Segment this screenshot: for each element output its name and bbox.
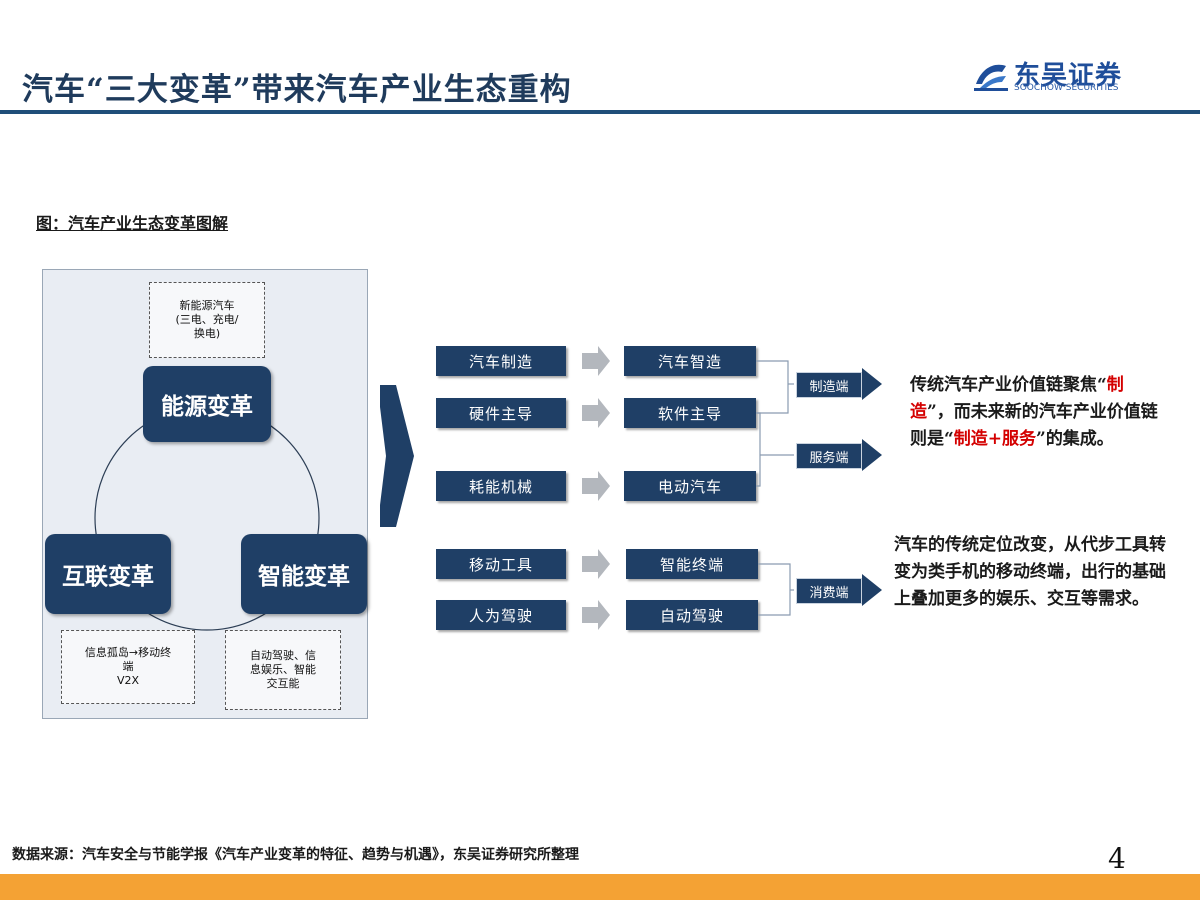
desc-text: “	[944, 429, 954, 449]
chain-from-label: 耗能机械	[468, 477, 533, 496]
chain-from-label: 汽车制造	[468, 352, 533, 371]
soochow-logo-icon	[974, 64, 1008, 91]
intelligence-revolution-label: 智能变革	[258, 564, 350, 590]
energy-note-line: (三电、充电/	[175, 313, 239, 326]
chain-arrow-icon	[582, 398, 610, 428]
chain-to-box: 自动驾驶	[626, 600, 758, 630]
figure-caption: 图：汽车产业生态变革图解	[36, 214, 229, 233]
intelligence-revolution-box: 智能变革	[241, 534, 367, 614]
manufacture-tag: 制造端	[796, 372, 862, 398]
desc-text: ”	[927, 402, 937, 422]
energy-note-line: 换电)	[193, 327, 221, 340]
connectivity-note-box: 信息孤岛→移动终 端 V2X	[61, 630, 195, 704]
highlight-manufacture: 制造	[910, 375, 1124, 422]
desc-text: ，而未来新的汽车产业价值链则是	[910, 402, 1158, 449]
chain-from-label: 人为驾驶	[468, 606, 533, 625]
consume-tag-label: 消费端	[809, 585, 849, 601]
chain-arrow-icon	[582, 346, 610, 376]
highlight-manufacture-service: 制造+服务	[953, 429, 1037, 449]
chain-to-box: 电动汽车	[624, 471, 756, 501]
intelligence-note-box: 自动驾驶、信 息娱乐、智能 交互能	[225, 630, 341, 710]
header-divider	[0, 110, 1200, 114]
page-number: 4	[1108, 842, 1126, 875]
intelligence-note-line: 自动驾驶、信	[250, 649, 316, 662]
chain-from-label: 硬件主导	[468, 404, 533, 423]
chain-to-label: 自动驾驶	[659, 606, 724, 625]
positioning-description: 汽车的传统定位改变，从代步工具转变为类手机的移动终端，出行的基础上叠加更多的娱乐…	[894, 535, 1166, 609]
chain-from-box: 人为驾驶	[436, 600, 566, 630]
energy-revolution-box: 能源变革	[143, 366, 271, 442]
consume-tag: 消费端	[796, 578, 862, 604]
logo-english-name: SOOCHOW SECURITIES	[1014, 83, 1119, 93]
connectivity-revolution-label: 互联变革	[62, 564, 154, 590]
footer-bar	[0, 874, 1200, 900]
value-chain-description: 传统汽车产业价值链聚焦“制造”，而未来新的汽车产业价值链则是“制造+服务”的集成…	[910, 372, 1160, 453]
bracket-connectors	[756, 360, 882, 616]
chain-from-box: 移动工具	[436, 549, 566, 579]
page-title: 汽车“三大变革”带来汽车产业生态重构	[22, 72, 572, 108]
desc-text: 的集成。	[1045, 429, 1114, 449]
revolution-panel: 新能源汽车 (三电、充电/ 换电) 能源变革 互联变革 智能变革 信息孤岛→移动…	[42, 269, 368, 719]
chain-to-box: 汽车智造	[624, 346, 756, 376]
data-source: 数据来源：汽车安全与节能学报《汽车产业变革的特征、趋势与机遇》，东吴证券研究所整…	[12, 847, 579, 863]
service-tag: 服务端	[796, 443, 862, 469]
intelligence-note-line: 息娱乐、智能	[250, 663, 316, 676]
manufacture-tag-label: 制造端	[809, 379, 849, 395]
tag-arrow-icon	[862, 439, 882, 471]
energy-note-line: 新能源汽车	[179, 299, 235, 312]
tag-arrow-icon	[862, 368, 882, 400]
chain-from-label: 移动工具	[468, 555, 533, 574]
chain-to-box: 智能终端	[626, 549, 758, 579]
chain-to-label: 电动汽车	[657, 477, 722, 496]
tag-arrow-icon	[862, 574, 882, 606]
intelligence-note-line: 交互能	[266, 677, 300, 690]
energy-revolution-label: 能源变革	[161, 394, 253, 420]
chain-arrows	[582, 346, 610, 630]
chain-arrow-icon	[582, 600, 610, 630]
service-tag-label: 服务端	[809, 450, 849, 466]
connectivity-note-line: V2X	[116, 674, 140, 687]
desc-text: ”	[1036, 429, 1046, 449]
chain-to-box: 软件主导	[624, 398, 756, 428]
chain-to-label: 汽车智造	[657, 352, 722, 371]
desc-text: 传统汽车产业价值链聚焦	[910, 375, 1097, 395]
desc-text: “	[1097, 375, 1107, 395]
chain-to-label: 智能终端	[659, 555, 724, 574]
logo-name: 东吴证券	[1014, 61, 1123, 91]
energy-note-box: 新能源汽车 (三电、充电/ 换电)	[149, 282, 265, 358]
connectivity-note-line: 端	[122, 660, 134, 673]
chain-to-label: 软件主导	[657, 404, 722, 423]
chain-arrow-icon	[582, 549, 610, 579]
chain-arrow-icon	[582, 471, 610, 501]
connectivity-note-line: 信息孤岛→移动终	[84, 646, 172, 659]
chain-from-box: 硬件主导	[436, 398, 566, 428]
connectivity-revolution-box: 互联变革	[45, 534, 171, 614]
chain-from-box: 汽车制造	[436, 346, 566, 376]
transition-chevron-icon	[380, 385, 414, 527]
chain-from-box: 耗能机械	[436, 471, 566, 501]
